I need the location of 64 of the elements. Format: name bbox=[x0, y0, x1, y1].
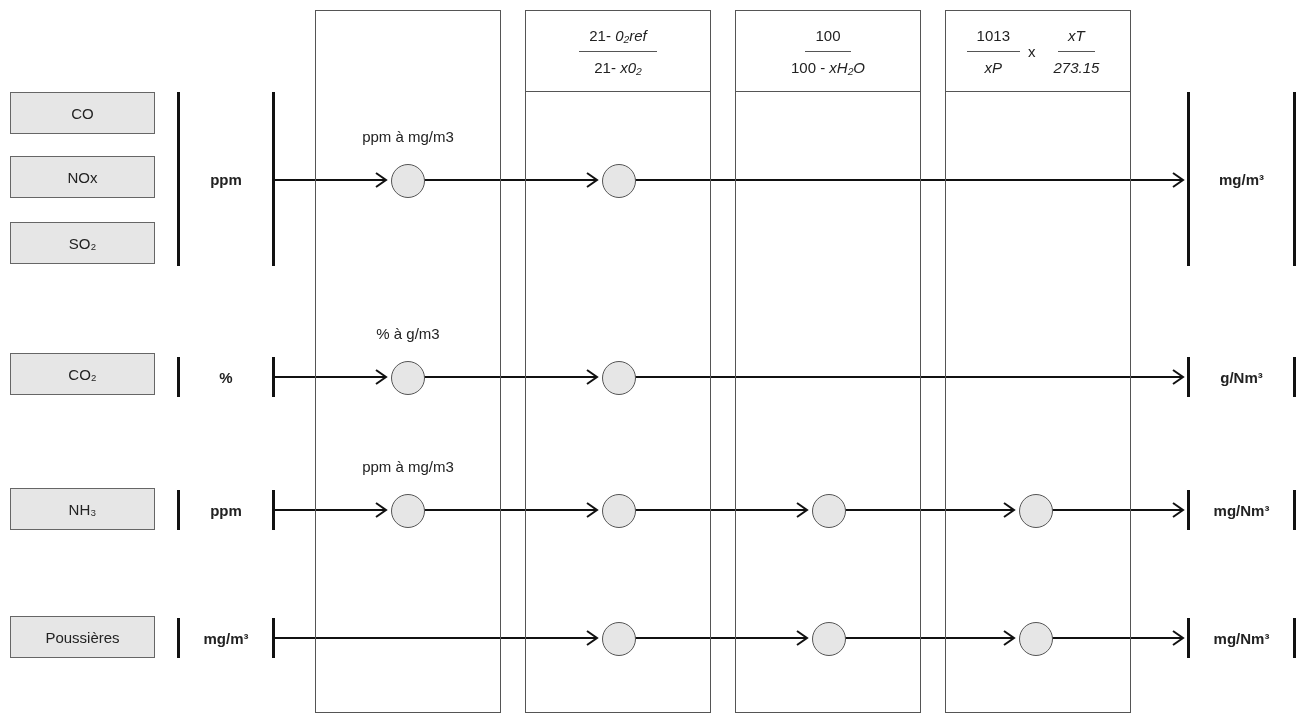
unit-label: mg/m³ bbox=[1219, 170, 1264, 188]
unit-label: ppm bbox=[210, 170, 242, 188]
gas-box: SO₂ bbox=[10, 222, 155, 264]
circle-node bbox=[602, 622, 636, 656]
circle-node bbox=[602, 361, 636, 395]
unit-label: mg/Nm³ bbox=[1213, 629, 1270, 647]
formula-denominator: 21- x0₂ bbox=[593, 57, 643, 76]
formula-operator: x bbox=[1028, 42, 1036, 60]
circle-node bbox=[391, 494, 425, 528]
arrow bbox=[634, 369, 1184, 385]
circle-node bbox=[1019, 622, 1053, 656]
conversion-column bbox=[525, 10, 711, 713]
arrow bbox=[274, 630, 598, 646]
gas-box: NH₃ bbox=[10, 488, 155, 530]
unit-label: mg/m³ bbox=[203, 629, 249, 647]
formula-denominator: 273.15 bbox=[1052, 57, 1101, 76]
unit-bracket bbox=[1187, 490, 1296, 530]
conversion-label: ppm à mg/m3 bbox=[362, 458, 454, 475]
unit-label: ppm bbox=[210, 501, 242, 519]
arrow bbox=[634, 502, 808, 518]
unit-bracket bbox=[177, 92, 275, 266]
formula-numerator: 1013 bbox=[966, 26, 1020, 52]
gas-box: CO bbox=[10, 92, 155, 134]
gas-box: CO₂ bbox=[10, 353, 155, 395]
conversion-column bbox=[315, 10, 501, 713]
conversion-column bbox=[735, 10, 921, 713]
arrow bbox=[634, 172, 1184, 188]
arrow bbox=[423, 369, 598, 385]
unit-bracket bbox=[177, 357, 275, 397]
formula-numerator: xT bbox=[1058, 26, 1095, 52]
arrow bbox=[274, 172, 387, 188]
unit-bracket bbox=[1187, 357, 1296, 397]
arrow bbox=[1051, 502, 1184, 518]
circle-node bbox=[812, 622, 846, 656]
gas-box: NOx bbox=[10, 156, 155, 198]
arrow bbox=[844, 630, 1015, 646]
unit-bracket bbox=[1187, 92, 1296, 266]
formula-numerator: 21- 0₂ref bbox=[579, 26, 657, 52]
circle-node bbox=[602, 164, 636, 198]
unit-bracket bbox=[177, 490, 275, 530]
circle-node bbox=[391, 361, 425, 395]
formula-denominator: 100 - xH₂O bbox=[789, 57, 867, 76]
unit-bracket bbox=[1187, 618, 1296, 658]
arrow bbox=[1051, 630, 1184, 646]
conversion-label: % à g/m3 bbox=[376, 325, 440, 342]
circle-node bbox=[391, 164, 425, 198]
arrow bbox=[423, 172, 598, 188]
conversion-column bbox=[945, 10, 1131, 713]
arrow bbox=[423, 502, 598, 518]
circle-node bbox=[812, 494, 846, 528]
formula-numerator: 100 bbox=[805, 26, 851, 52]
unit-label: % bbox=[219, 368, 233, 386]
arrow bbox=[634, 630, 808, 646]
unit-label: g/Nm³ bbox=[1220, 368, 1263, 386]
circle-node bbox=[602, 494, 636, 528]
formula-denominator: xP bbox=[983, 57, 1004, 76]
unit-label: mg/Nm³ bbox=[1213, 501, 1270, 519]
conversion-label: ppm à mg/m3 bbox=[362, 128, 454, 145]
circle-node bbox=[1019, 494, 1053, 528]
arrow bbox=[274, 369, 387, 385]
unit-bracket bbox=[177, 618, 275, 658]
arrow bbox=[274, 502, 387, 518]
gas-box: Poussières bbox=[10, 616, 155, 658]
arrow bbox=[844, 502, 1015, 518]
